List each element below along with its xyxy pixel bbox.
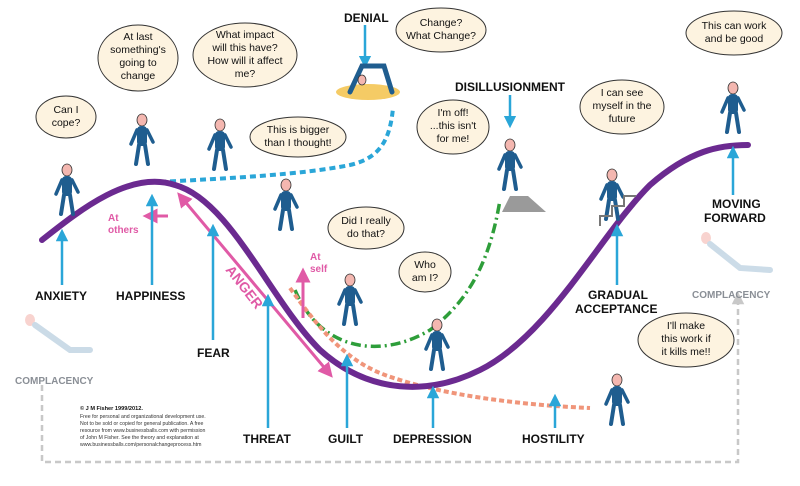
at-others-label-1: At [108, 213, 119, 224]
svg-text:Did I really: Did I really [341, 215, 391, 227]
svg-text:going to: going to [119, 57, 157, 69]
bubble-ill-make: I'll make this work if it kills me!! [637, 312, 735, 368]
svg-text:change: change [121, 70, 156, 82]
svg-text:cope?: cope? [52, 117, 81, 129]
svg-text:I'll make: I'll make [667, 320, 705, 332]
svg-text:What impact: What impact [216, 29, 274, 41]
stage-denial: DENIAL [344, 11, 389, 25]
svg-text:this work if: this work if [661, 333, 711, 345]
svg-text:How will it affect: How will it affect [207, 55, 282, 67]
svg-text:for me!: for me! [437, 133, 470, 145]
thought-bubbles: Can I cope? At last something's going to… [35, 7, 783, 368]
figures [25, 63, 773, 426]
copyright-line: resource from www.businessballs.com with… [80, 428, 206, 434]
svg-text:At last: At last [123, 31, 152, 43]
stage-gradual: GRADUAL [588, 288, 648, 302]
bubble-at-last: At last something's going to change [97, 24, 179, 92]
svg-text:What Change?: What Change? [406, 30, 476, 42]
complacency-figure-left [25, 314, 93, 353]
copyright-line: of John M Fisher. See the theory and exp… [80, 435, 199, 441]
bubble-bigger: This is bigger than I thought! [249, 116, 347, 158]
stage-disillusionment: DISILLUSIONMENT [455, 80, 566, 94]
denial-figure [336, 63, 400, 100]
disillusionment-platform [502, 196, 546, 212]
stage-guilt: GUILT [328, 432, 364, 446]
at-self-label-2: self [310, 264, 328, 275]
svg-text:...this isn't: ...this isn't [430, 120, 476, 132]
acceptance-steps [599, 195, 636, 226]
denial-path [159, 107, 395, 184]
stage-moving: MOVING [712, 197, 761, 211]
stage-forward: FORWARD [704, 211, 766, 225]
copyright-line: Not to be sold or copied for general pub… [80, 421, 204, 427]
bubble-this-can-work: This can work and be good [685, 10, 783, 56]
svg-text:me?: me? [235, 68, 256, 80]
stage-depression: DEPRESSION [393, 432, 472, 446]
svg-text:I'm off!: I'm off! [438, 107, 469, 119]
stage-labels: ANXIETY HAPPINESS FEAR THREAT GUILT DEPR… [15, 11, 771, 446]
bubble-who-am-i: Who am I? [398, 251, 452, 293]
bubble-what-impact: What impact will this have? How will it … [192, 22, 298, 88]
svg-text:Change?: Change? [420, 17, 463, 29]
svg-text:it kills me!!: it kills me!! [661, 346, 710, 358]
stage-anxiety: ANXIETY [35, 289, 87, 303]
stage-happiness: HAPPINESS [116, 289, 185, 303]
stage-acceptance: ACCEPTANCE [575, 302, 657, 316]
svg-text:will this have?: will this have? [211, 42, 278, 54]
svg-text:do that?: do that? [347, 228, 385, 240]
stage-arrows [55, 25, 740, 428]
stage-fear: FEAR [197, 346, 230, 360]
svg-text:I can see: I can see [601, 87, 644, 99]
stage-threat: THREAT [243, 432, 291, 446]
bubble-did-i: Did I really do that? [327, 206, 405, 250]
svg-text:Can I: Can I [53, 104, 78, 116]
return-loop [40, 291, 745, 464]
copyright-line: Free for personal and organizational dev… [80, 414, 206, 420]
bubble-can-see: I can see myself in the future [579, 79, 665, 135]
svg-text:This can work: This can work [702, 20, 768, 32]
disillusionment-path [293, 199, 502, 349]
copyright-title: © J M Fisher 1999/2012. [80, 405, 143, 412]
stage-complacency-right: COMPLACENCY [692, 290, 771, 301]
svg-text:something's: something's [110, 44, 166, 56]
at-self-label-1: At [310, 252, 321, 263]
transition-curve [39, 142, 751, 390]
bubble-change: Change? What Change? [395, 7, 487, 53]
bubble-can-i-cope: Can I cope? [35, 95, 97, 139]
complacency-figure-right [701, 232, 773, 273]
stage-complacency-left: COMPLACENCY [15, 376, 94, 387]
stage-hostility: HOSTILITY [522, 432, 585, 446]
copyright-block: © J M Fisher 1999/2012. Free for persona… [80, 405, 206, 448]
bubble-im-off: I'm off! ...this isn't for me! [416, 99, 490, 155]
svg-text:am I?: am I? [412, 272, 438, 284]
svg-text:future: future [609, 113, 636, 125]
svg-text:Who: Who [414, 259, 436, 271]
at-others-label-2: others [108, 225, 139, 236]
copyright-line: www.businessballs.com/personalchangeproc… [80, 442, 201, 448]
svg-text:myself in the: myself in the [593, 100, 652, 112]
svg-text:and be good: and be good [705, 33, 764, 45]
svg-text:This is bigger: This is bigger [267, 124, 330, 136]
svg-text:than I thought!: than I thought! [264, 137, 331, 149]
